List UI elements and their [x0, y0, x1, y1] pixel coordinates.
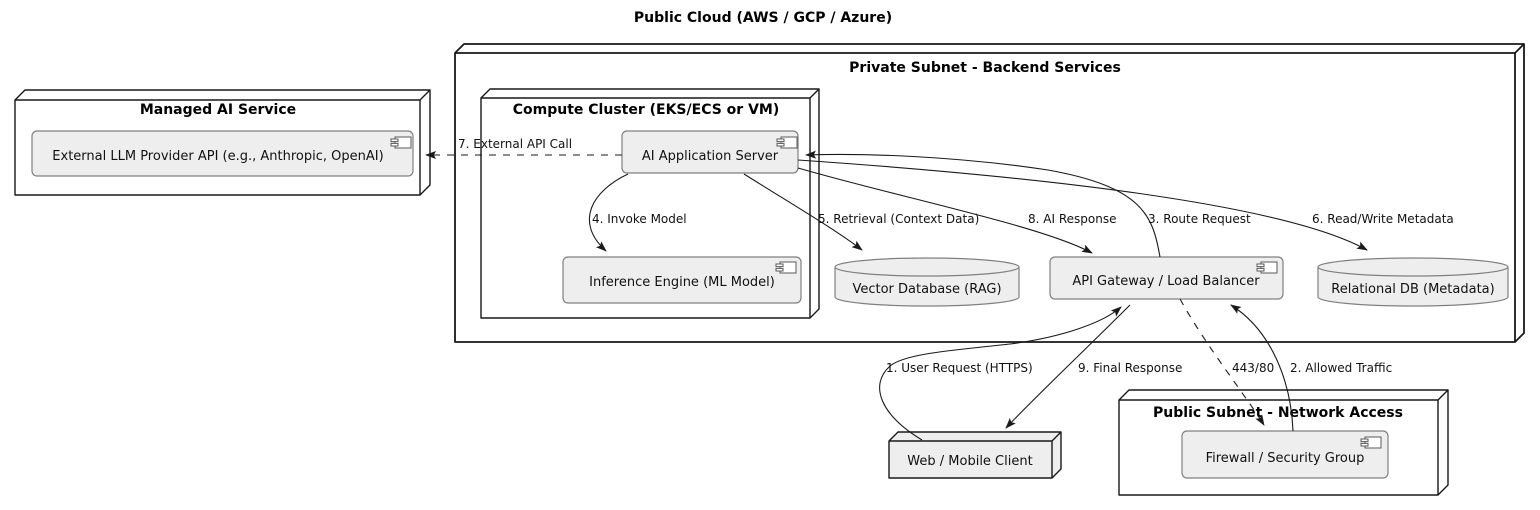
component-label-inference-engine: Inference Engine (ML Model): [589, 275, 775, 290]
component-llm-api: External LLM Provider API (e.g., Anthrop…: [31, 130, 414, 177]
edge-retrieval: 5. Retrieval (Context Data): [743, 173, 979, 251]
component-label-llm-api: External LLM Provider API (e.g., Anthrop…: [52, 149, 383, 164]
edge-external-api-call: 7. External API Call: [425, 137, 622, 159]
component-label-ai-app-server: AI Application Server: [642, 149, 779, 164]
edge-port-rule: 443/80: [1179, 298, 1274, 426]
edge-read-write-metadata: 6. Read/Write Metadata: [797, 159, 1454, 251]
database-vector-db: Vector Database (RAG): [834, 257, 1020, 307]
database-label-relational-db: Relational DB (Metadata): [1331, 282, 1494, 297]
edge-ai-response: 8. AI Response: [797, 167, 1116, 254]
edge-label-ai-response: 8. AI Response: [1028, 212, 1116, 226]
component-inference-engine: Inference Engine (ML Model): [562, 256, 802, 304]
diagram-title: Public Cloud (AWS / GCP / Azure): [634, 10, 892, 26]
node-compute-cluster: Compute Cluster (EKS/ECS or VM) AI Appli…: [480, 88, 820, 319]
edge-user-request: 1. User Request (HTTPS): [879, 306, 1122, 441]
edge-label-invoke-model: 4. Invoke Model: [592, 212, 687, 226]
edge-label-route-request: 3. Route Request: [1148, 212, 1251, 226]
component-label-firewall: Firewall / Security Group: [1206, 451, 1365, 466]
database-label-vector-db: Vector Database (RAG): [852, 282, 1001, 297]
component-firewall: Firewall / Security Group: [1181, 430, 1389, 479]
node-title-compute-cluster: Compute Cluster (EKS/ECS or VM): [513, 102, 780, 118]
firewall-component-icon: [1360, 436, 1382, 449]
edge-label-retrieval: 5. Retrieval (Context Data): [818, 212, 979, 226]
node-public-subnet: Public Subnet - Network Access Firewall …: [1118, 389, 1449, 496]
ai-app-server-component-icon: [776, 136, 798, 149]
node-title-private-subnet: Private Subnet - Backend Services: [849, 60, 1121, 76]
edge-final-response: 9. Final Response: [1005, 304, 1182, 429]
edge-label-allowed-traffic: 2. Allowed Traffic: [1290, 361, 1392, 375]
llm-api-component-icon: [390, 136, 412, 149]
node-web-client: Web / Mobile Client: [888, 431, 1062, 479]
edge-label-user-request: 1. User Request (HTTPS): [886, 361, 1033, 375]
database-relational-db: Relational DB (Metadata): [1317, 257, 1509, 307]
component-api-gateway: API Gateway / Load Balancer: [1049, 256, 1284, 300]
inference-engine-component-icon: [775, 261, 797, 274]
edge-allowed-traffic: 2. Allowed Traffic: [1230, 304, 1392, 432]
edge-invoke-model: 4. Invoke Model: [588, 173, 687, 252]
api-gateway-component-icon: [1256, 261, 1278, 274]
node-title-managed-ai-service: Managed AI Service: [140, 102, 296, 118]
component-ai-app-server: AI Application Server: [621, 130, 799, 174]
node-managed-ai-service: Managed AI Service External LLM Provider…: [14, 89, 431, 196]
edge-label-read-write-metadata: 6. Read/Write Metadata: [1312, 212, 1454, 226]
node-title-public-subnet: Public Subnet - Network Access: [1153, 405, 1403, 421]
edge-label-external-api-call: 7. External API Call: [458, 137, 572, 151]
edge-label-port-rule: 443/80: [1232, 361, 1274, 375]
edge-label-final-response: 9. Final Response: [1078, 361, 1182, 375]
node-label-web-client: Web / Mobile Client: [907, 454, 1032, 469]
edge-route-request: 3. Route Request: [805, 150, 1251, 258]
component-label-api-gateway: API Gateway / Load Balancer: [1072, 274, 1260, 289]
